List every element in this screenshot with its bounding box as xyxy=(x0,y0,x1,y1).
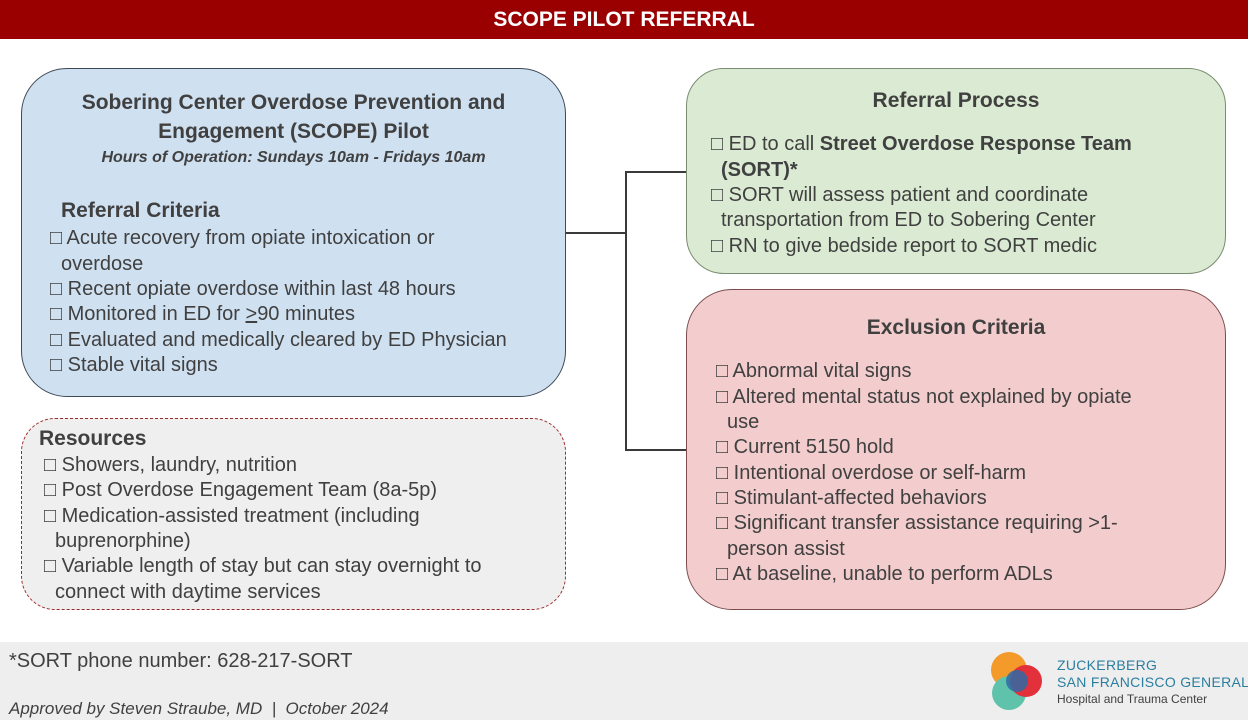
scope-title-line1: Sobering Center Overdose Prevention and xyxy=(81,91,506,114)
resource-item-length-of-stay-cont: connect with daytime services xyxy=(55,581,321,603)
resource-item-mat-cont: buprenorphine) xyxy=(55,530,191,552)
hospital-logo-mark xyxy=(991,652,1042,710)
logo-line-zuckerberg: ZUCKERBERG xyxy=(1057,657,1158,673)
exclusion-item-stimulant: □ Stimulant-affected behaviors xyxy=(716,487,987,509)
logo-line-sfg: SAN FRANCISCO GENERAL xyxy=(1057,674,1248,690)
connector-to-exclusion xyxy=(625,449,687,451)
exclusion-item-transfer-cont: person assist xyxy=(727,538,845,560)
referral-criteria-heading: Referral Criteria xyxy=(61,199,220,222)
scope-pilot-box xyxy=(21,68,566,397)
process-item-sort-assess: □ SORT will assess patient and coordinat… xyxy=(711,184,1089,206)
page-banner: SCOPE PILOT REFERRAL xyxy=(0,0,1248,39)
criteria-item-acute-recovery-cont: overdose xyxy=(61,253,144,275)
approval-note: Approved by Steven Straube, MD | October… xyxy=(9,699,389,718)
resource-item-showers: □ Showers, laundry, nutrition xyxy=(44,454,297,476)
exclusion-item-altered-mental-cont: use xyxy=(727,411,760,433)
exclusion-item-transfer: □ Significant transfer assistance requir… xyxy=(716,512,1118,534)
exclusion-criteria-box xyxy=(686,289,1226,610)
resource-item-length-of-stay: □ Variable length of stay but can stay o… xyxy=(44,555,482,577)
connector-vertical xyxy=(625,171,627,450)
exclusion-item-abnormal-vitals: □ Abnormal vital signs xyxy=(716,360,912,382)
referral-process-heading: Referral Process xyxy=(872,89,1040,112)
criteria-item-evaluated: □ Evaluated and medically cleared by ED … xyxy=(50,329,507,351)
criteria-item-acute-recovery: □ Acute recovery from opiate intoxicatio… xyxy=(50,227,435,249)
scope-title-line2: Engagement (SCOPE) Pilot xyxy=(158,120,429,143)
resource-item-mat: □ Medication-assisted treatment (includi… xyxy=(44,505,420,527)
resources-heading: Resources xyxy=(39,427,147,450)
process-item-rn-report: □ RN to give bedside report to SORT medi… xyxy=(711,235,1097,257)
criteria-item-monitored: □ Monitored in ED for >90 minutes xyxy=(50,303,356,325)
hospital-logo-icon xyxy=(988,650,1050,712)
referral-process-box xyxy=(686,68,1226,274)
criteria-item-recent-overdose: □ Recent opiate overdose within last 48 … xyxy=(50,278,456,300)
connector-to-process xyxy=(625,171,687,173)
logo-line-hospital: Hospital and Trauma Center xyxy=(1057,692,1208,706)
scope-hours: Hours of Operation: Sundays 10am - Frida… xyxy=(101,149,486,166)
criteria-item-stable-vitals: □ Stable vital signs xyxy=(50,354,218,376)
exclusion-item-baseline: □ At baseline, unable to perform ADLs xyxy=(716,563,1053,585)
sort-phone-note: *SORT phone number: 628-217-SORT xyxy=(9,650,353,672)
process-item-call-sort-cont: (SORT)* xyxy=(721,159,798,181)
process-item-sort-assess-cont: transportation from ED to Sobering Cente… xyxy=(721,209,1096,231)
resource-item-poet: □ Post Overdose Engagement Team (8a-5p) xyxy=(44,479,438,501)
exclusion-heading: Exclusion Criteria xyxy=(866,316,1046,339)
process-item-call-sort: □ ED to call Street Overdose Response Te… xyxy=(711,133,1132,155)
resources-box xyxy=(21,418,566,610)
connector-horizontal-main xyxy=(566,232,626,234)
exclusion-item-5150: □ Current 5150 hold xyxy=(716,436,894,458)
exclusion-item-intentional: □ Intentional overdose or self-harm xyxy=(716,462,1027,484)
exclusion-item-altered-mental: □ Altered mental status not explained by… xyxy=(716,386,1132,408)
banner-title: SCOPE PILOT REFERRAL xyxy=(493,8,755,31)
